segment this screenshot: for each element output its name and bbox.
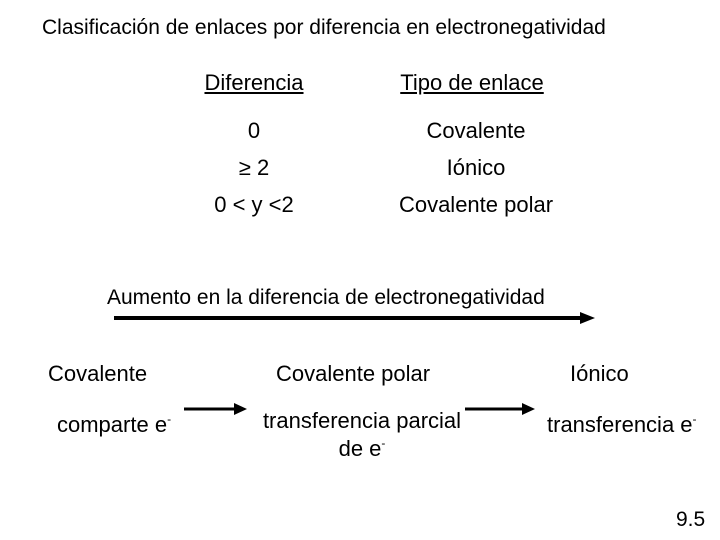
desc-ionic-text: transferencia e [547, 412, 693, 437]
increase-arrow-icon [114, 312, 595, 324]
desc-polar-line-1: transferencia parcial [262, 408, 462, 433]
header-bond-type: Tipo de enlace [400, 70, 544, 95]
arrow-polar-to-ionic-icon [465, 403, 535, 415]
desc-covalent-sup: - [167, 412, 172, 426]
header-difference: Diferencia [204, 70, 304, 95]
arrow-covalent-to-polar-icon [184, 403, 247, 415]
desc-polar-line-2: de e- [339, 436, 386, 462]
desc-ionic-sup: - [692, 412, 697, 426]
desc-covalent-text: comparte e [57, 412, 168, 437]
scale-type-ionic: Iónico [570, 361, 629, 386]
desc-polar-line-2-sup: - [381, 436, 386, 450]
scale-type-covalent: Covalente [48, 361, 148, 386]
row-2-bond-type: Iónico [446, 155, 506, 180]
page-number: 9.5 [676, 508, 706, 531]
row-1-bond-type: Covalente [426, 118, 526, 143]
row-1-difference: 0 [247, 118, 261, 143]
row-3-bond-type: Covalente polar [398, 192, 554, 217]
slide-title: Clasificación de enlaces por diferencia … [42, 16, 606, 39]
row-3-difference: 0 < y <2 [214, 192, 294, 217]
desc-covalent: comparte e- [57, 412, 171, 438]
scale-type-polar: Covalente polar [276, 361, 431, 386]
desc-polar-line-2-text: de e [338, 436, 382, 461]
scale-caption: Aumento en la diferencia de electronegat… [107, 286, 545, 309]
desc-ionic: transferencia e- [547, 412, 697, 438]
row-2-difference: ≥ 2 [238, 155, 270, 180]
